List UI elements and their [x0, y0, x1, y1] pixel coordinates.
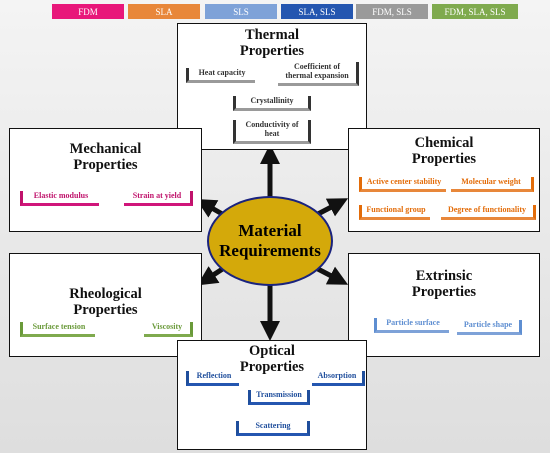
legend-fdm-sls: FDM, SLS: [356, 4, 428, 19]
functional-group-tag: Functional group: [359, 205, 430, 220]
chemical-title: Chemical Properties: [411, 135, 477, 167]
strain-at-yield-tag: Strain at yield: [124, 191, 193, 206]
legend-fdm-sla-sls: FDM, SLA, SLS: [432, 4, 518, 19]
arrow-to-extrinsic: [314, 265, 349, 285]
particle-shape-tag: Particle shape: [457, 320, 522, 335]
optical-title: Optical Properties: [239, 343, 305, 375]
extrinsic-title: Extrinsic Properties: [411, 268, 477, 300]
surface-tension-tag: Surface tension: [20, 322, 95, 337]
particle-surface-tag: Particle surface: [374, 318, 449, 333]
heat-capacity-tag: Heat capacity: [186, 68, 255, 83]
material-requirements-node: Material Requirements: [207, 196, 333, 286]
rheological-panel: Rheological Properties Surface tension V…: [9, 253, 202, 357]
absorption-tag: Absorption: [312, 371, 365, 386]
thermal-expansion-tag: Coefficient of thermal expansion: [278, 62, 359, 86]
crystallinity-tag: Crystallinity: [233, 96, 311, 111]
scattering-tag: Scattering: [236, 421, 310, 436]
legend-sls: SLS: [205, 4, 277, 19]
legend-sla-sls: SLA, SLS: [281, 4, 353, 19]
optical-panel: Optical Properties Reflection Absorption…: [177, 340, 367, 450]
legend-sla: SLA: [128, 4, 200, 19]
chemical-panel: Chemical Properties Active center stabil…: [348, 128, 540, 232]
arrow-to-rheological: [197, 265, 226, 286]
molecular-weight-tag: Molecular weight: [451, 177, 534, 192]
reflection-tag: Reflection: [186, 371, 239, 386]
active-center-stability-tag: Active center stability: [359, 177, 446, 192]
thermal-title: Thermal Properties: [239, 27, 305, 59]
rheological-title: Rheological Properties: [69, 286, 142, 318]
transmission-tag: Transmission: [248, 390, 310, 405]
conductivity-tag: Conductivity of heat: [233, 120, 311, 144]
extrinsic-panel: Extrinsic Properties Particle surface Pa…: [348, 253, 540, 357]
elastic-modulus-tag: Elastic modulus: [20, 191, 99, 206]
degree-of-functionality-tag: Degree of functionality: [441, 205, 536, 220]
mechanical-panel: Mechanical Properties Elastic modulus St…: [9, 128, 202, 232]
material-requirements-label: Material Requirements: [219, 221, 321, 260]
mechanical-title: Mechanical Properties: [69, 141, 142, 173]
viscosity-tag: Viscosity: [144, 322, 193, 337]
legend-fdm: FDM: [52, 4, 124, 19]
thermal-panel: Thermal Properties Heat capacity Coeffic…: [177, 23, 367, 150]
